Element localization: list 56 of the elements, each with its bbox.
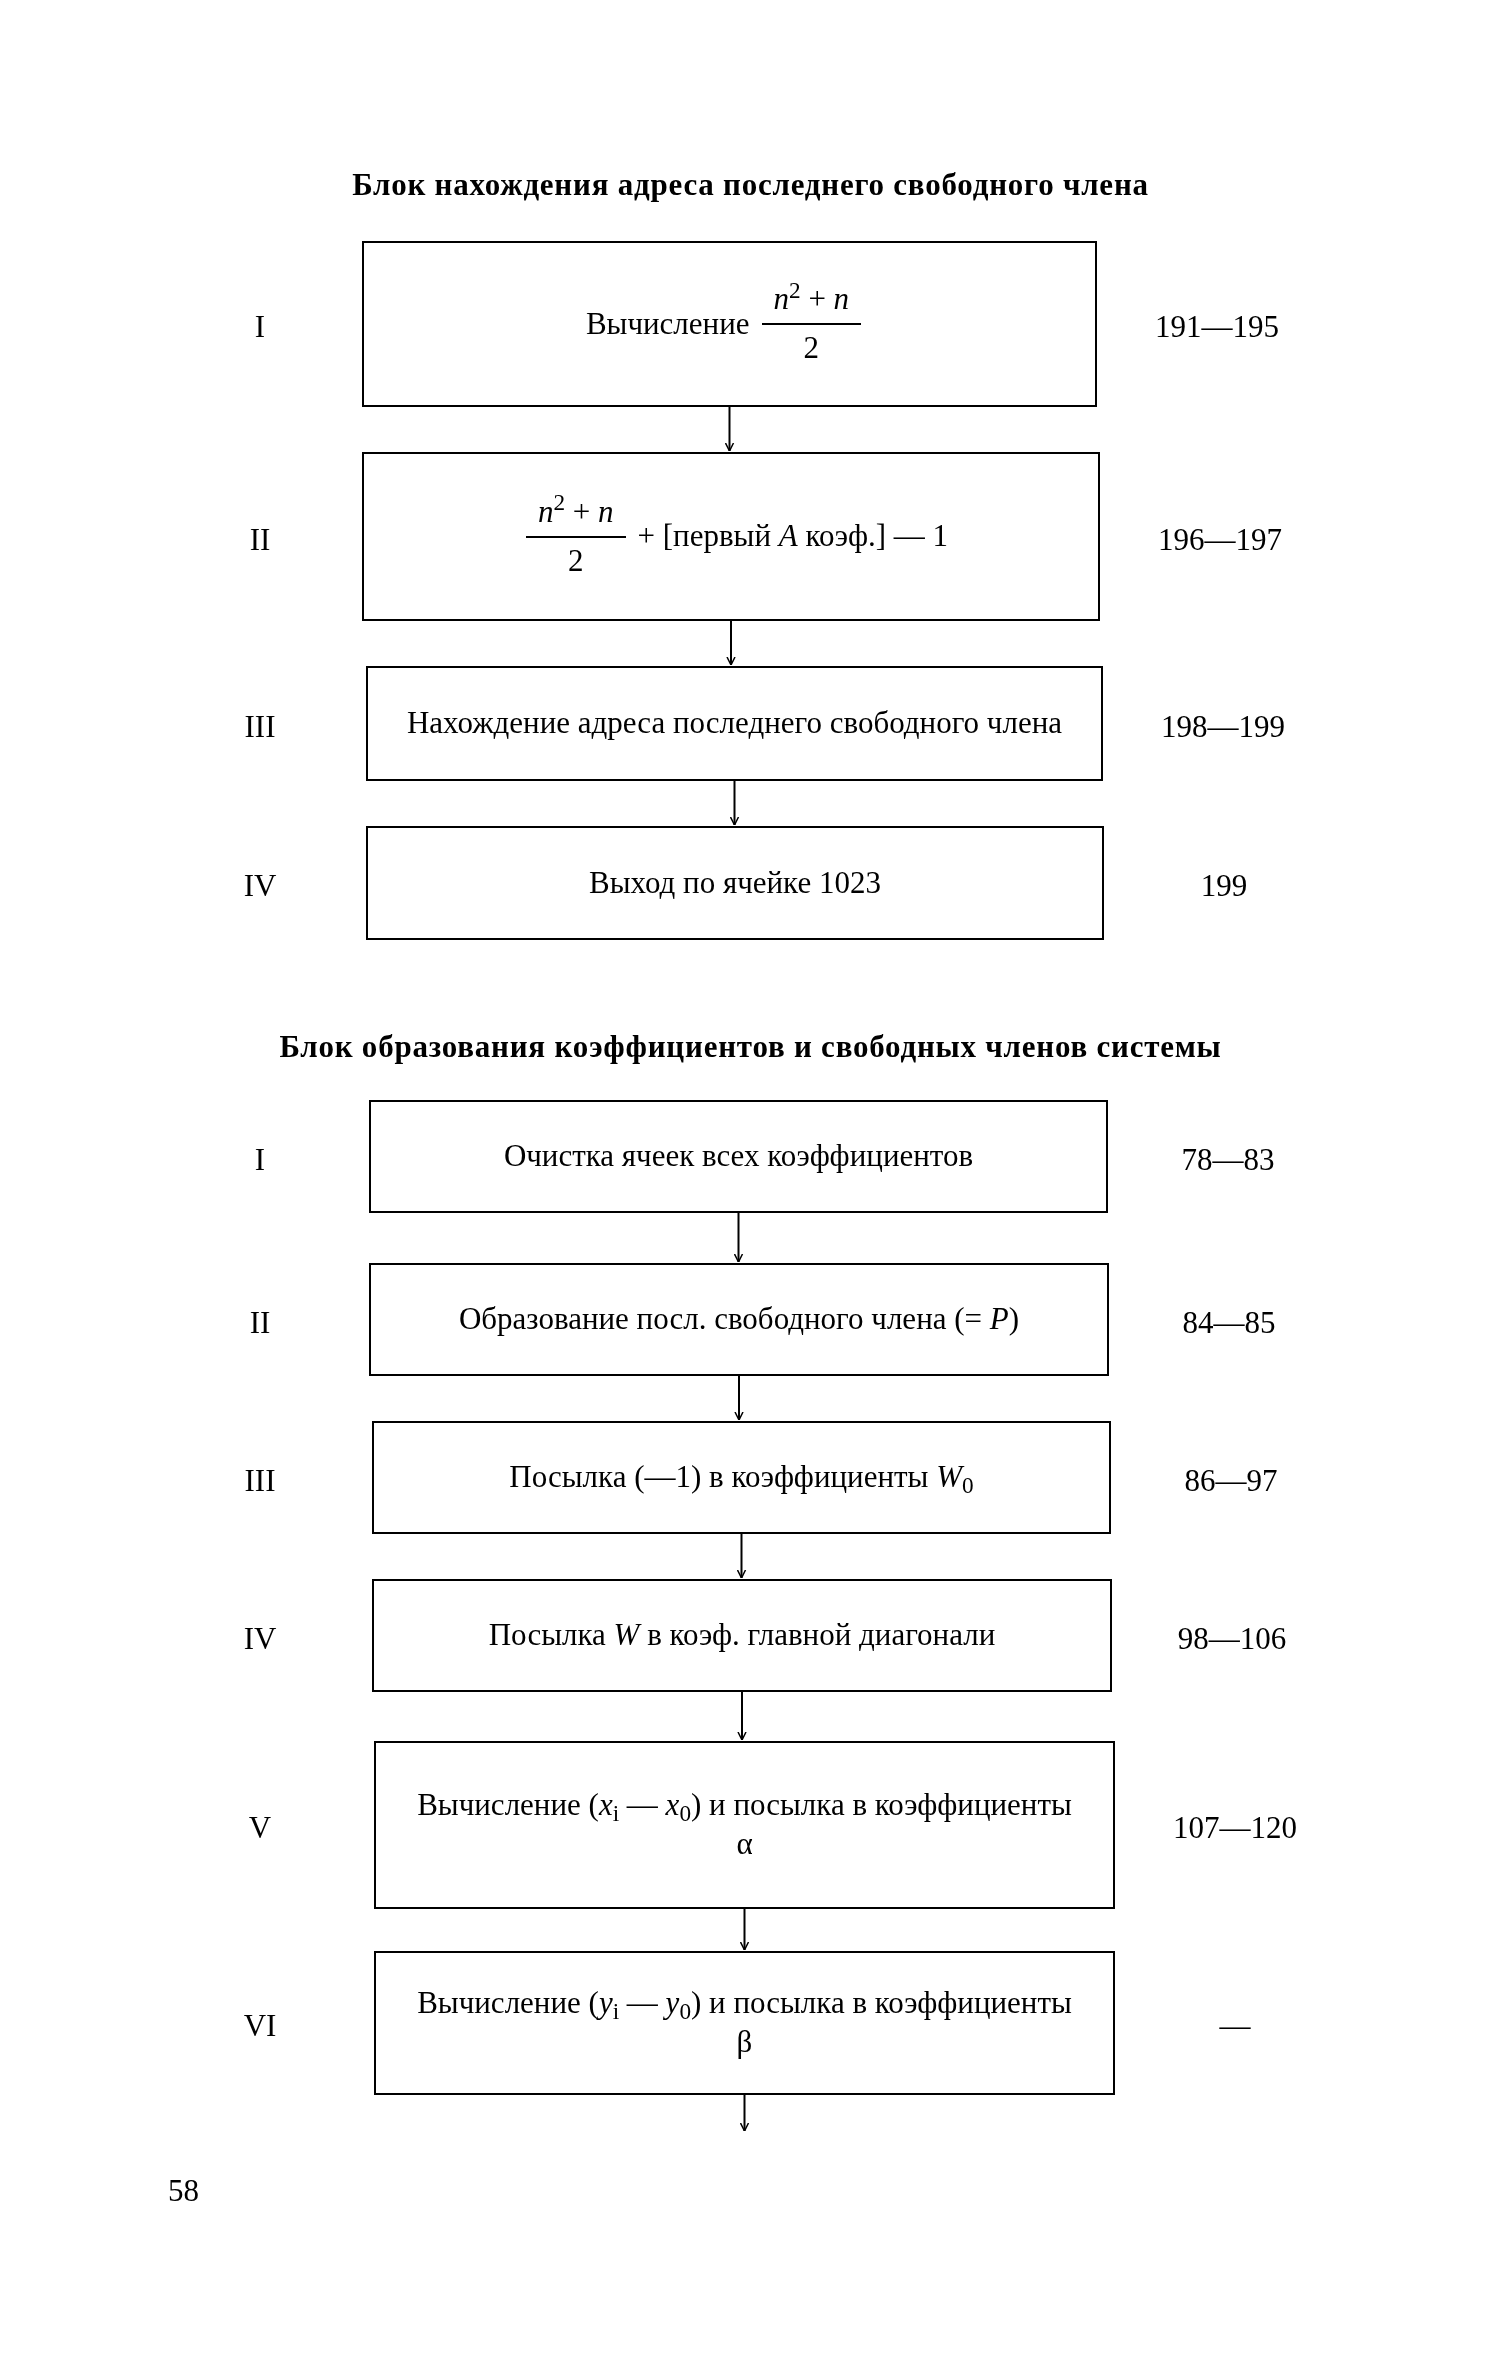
arrow xyxy=(734,1375,744,1421)
step-number: III xyxy=(243,1461,277,1500)
node-text: + [первый A коэф.] — 1 xyxy=(637,517,949,556)
line-range: 98—106 xyxy=(1176,1619,1288,1658)
line-range: 196—197 xyxy=(1157,520,1283,559)
node-text: Вычисление xyxy=(585,304,750,343)
arrow xyxy=(726,620,736,666)
step-number: II xyxy=(248,1303,272,1342)
process-box xyxy=(374,1741,1115,1909)
line-range: 191—195 xyxy=(1154,308,1280,346)
line-range: 84—85 xyxy=(1181,1303,1277,1342)
process-box xyxy=(369,1100,1108,1213)
line-range: 86—97 xyxy=(1183,1461,1279,1500)
node-text: Вычисление (y$_{i}$ — y$_{0}$) и посылка в коэффициенты β xyxy=(417,1985,1072,2059)
arrow xyxy=(724,406,735,452)
step-number: VI xyxy=(242,2007,278,2045)
arrow xyxy=(733,1212,744,1263)
step-number: IV xyxy=(242,867,278,905)
arrow xyxy=(729,780,740,826)
numerator: n$^{2}$ + n xyxy=(525,492,626,538)
process-box xyxy=(369,1263,1109,1376)
arrow xyxy=(737,1691,747,1741)
process-box xyxy=(362,452,1100,621)
line-range: — xyxy=(1218,2007,1252,2045)
section-heading: Блок образования коэффициентов и свободных членов системы xyxy=(278,1028,1223,1066)
node-text: Посылка (—1) в коэффициенты W$_{0}$ xyxy=(509,1459,974,1495)
denominator: 2 xyxy=(803,329,820,367)
node-text: Вычисление (x$_{i}$ — x$_{0}$) и посылка в коэффициенты α xyxy=(417,1787,1072,1861)
node-text: Образование посл. свободного члена (= P) xyxy=(458,1301,1020,1337)
node-text: Выход по ячейке 1023 xyxy=(589,864,881,900)
line-range: 198—199 xyxy=(1160,707,1286,746)
node-text: Очистка ячеек всех коэффициентов xyxy=(503,1138,974,1174)
process-box xyxy=(366,666,1103,781)
page-number: 58 xyxy=(168,2172,199,2210)
step-number: III xyxy=(243,707,277,746)
step-number: V xyxy=(247,1809,273,1847)
arrow xyxy=(739,2094,750,2132)
step-number: I xyxy=(253,308,267,346)
step-number: I xyxy=(253,1140,267,1179)
line-range: 107—120 xyxy=(1172,1809,1298,1847)
arrow xyxy=(739,1908,750,1951)
node-text: Нахождение адреса последнего свободного члена xyxy=(406,705,1063,741)
process-box xyxy=(366,826,1104,940)
node-text: Посылка W в коэф. главной диагонали xyxy=(488,1617,996,1653)
line-range: 199 xyxy=(1199,867,1249,905)
process-box xyxy=(374,1951,1115,2095)
step-number: IV xyxy=(242,1619,278,1658)
denominator: 2 xyxy=(567,541,584,580)
section-heading: Блок нахождения адреса последнего свободного члена xyxy=(351,166,1150,204)
process-box xyxy=(362,241,1097,407)
process-box xyxy=(372,1421,1111,1534)
process-box xyxy=(372,1579,1112,1692)
numerator: n$^{2}$ + n xyxy=(761,280,862,325)
arrow xyxy=(736,1533,747,1579)
line-range: 78—83 xyxy=(1180,1140,1276,1179)
step-number: II xyxy=(248,520,272,559)
